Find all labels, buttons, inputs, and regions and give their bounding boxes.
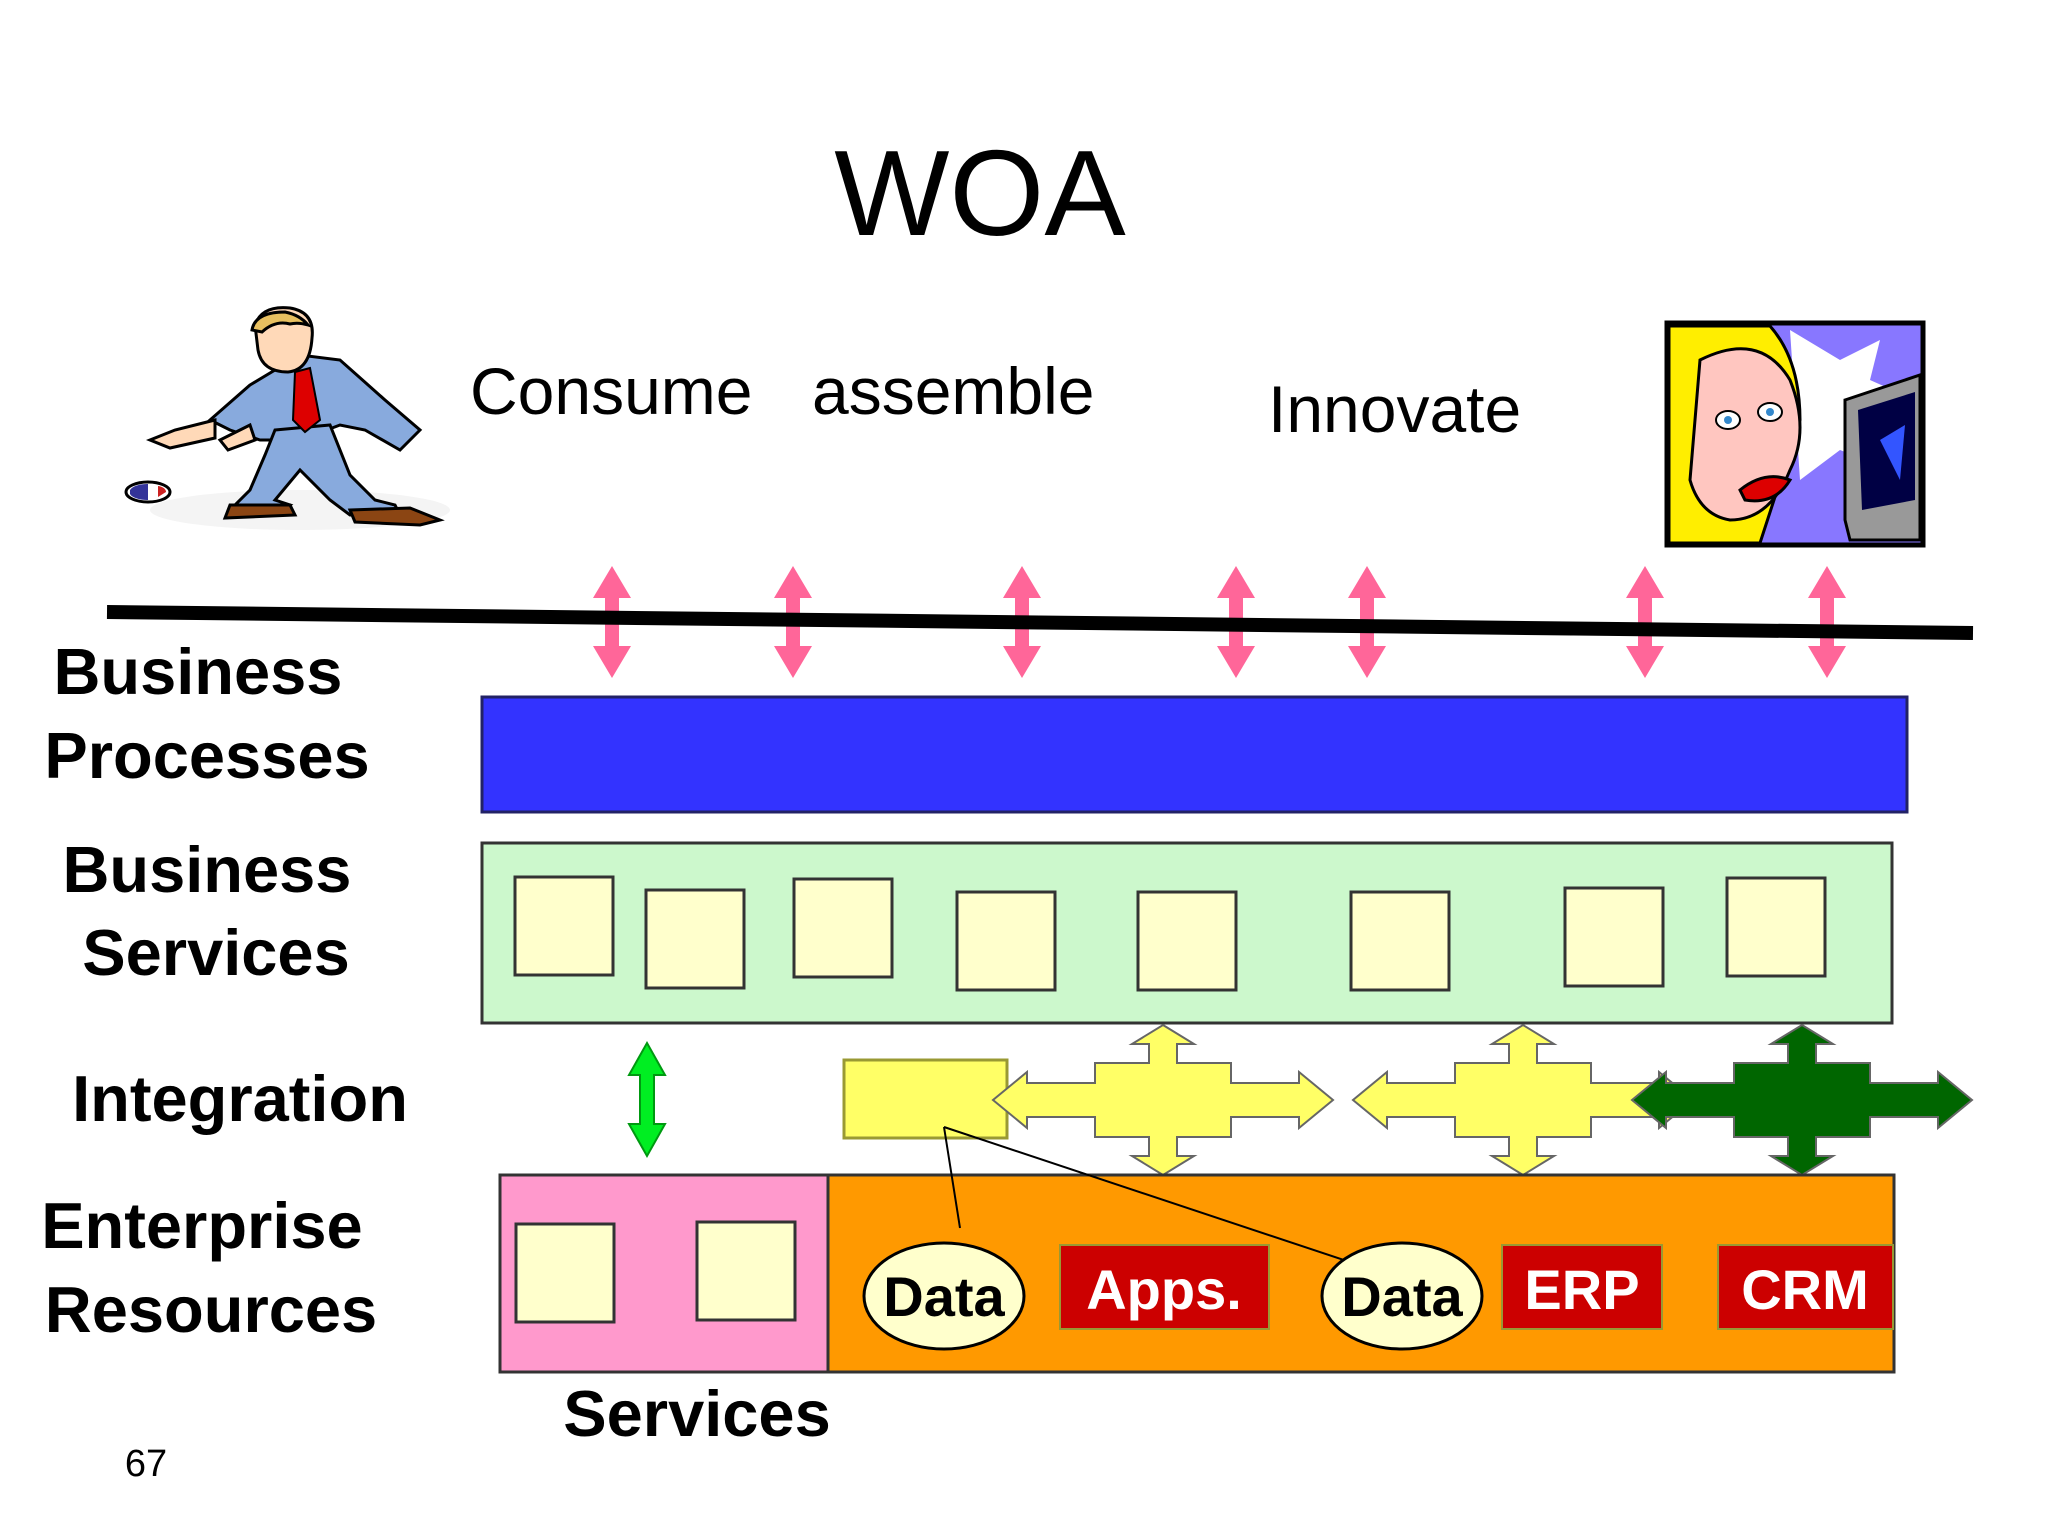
connector-line <box>943 1126 961 1229</box>
woman-at-computer-icon <box>1664 320 1926 548</box>
dark-green-cross-arrow <box>1631 1024 1973 1176</box>
enterprise-resources-label: Enterprise Resources <box>41 1189 381 1346</box>
svg-text:ERP: ERP <box>1524 1258 1639 1321</box>
crm-label-box: CRM <box>1717 1244 1894 1330</box>
service-box <box>644 888 746 990</box>
pink-double-arrow <box>1626 566 1664 678</box>
service-box <box>695 1220 797 1322</box>
green-double-arrow <box>627 1040 667 1159</box>
svg-text:Apps.: Apps. <box>1086 1258 1242 1321</box>
service-box <box>1349 890 1451 992</box>
service-box <box>1563 886 1665 988</box>
businessman-bowling-icon <box>124 306 450 530</box>
svg-text:CRM: CRM <box>1741 1258 1869 1321</box>
service-box <box>513 875 615 977</box>
yellow-cross-arrow <box>992 1024 1334 1176</box>
pink-double-arrow <box>1808 566 1846 678</box>
connector-line <box>943 1126 1411 1283</box>
page-number: 67 <box>125 1443 167 1485</box>
service-box <box>514 1222 616 1324</box>
data-ellipse-1: Data <box>862 1241 1026 1351</box>
integration-label: Integration <box>72 1062 408 1135</box>
data-ellipse-2: Data <box>1320 1241 1484 1351</box>
innovate-label: Innovate <box>1268 372 1521 446</box>
business-processes-bar <box>480 695 1909 814</box>
business-processes-label: Business Processes <box>44 635 369 792</box>
svg-text:Data: Data <box>883 1265 1005 1328</box>
service-box <box>955 890 1057 992</box>
services-caption: Services <box>563 1377 830 1450</box>
service-box <box>792 877 894 979</box>
slide-title: WOA <box>834 125 1126 261</box>
service-box <box>1725 876 1827 978</box>
assemble-label: assemble <box>812 354 1094 428</box>
apps-label-box: Apps. <box>1059 1244 1270 1330</box>
business-services-label: Business Services <box>62 833 369 989</box>
svg-text:Data: Data <box>1341 1265 1463 1328</box>
consume-label: Consume <box>470 354 752 428</box>
erp-label-box: ERP <box>1501 1244 1663 1330</box>
integration-box <box>842 1058 1009 1140</box>
service-box <box>1136 890 1238 992</box>
divider-line <box>106 605 1974 640</box>
